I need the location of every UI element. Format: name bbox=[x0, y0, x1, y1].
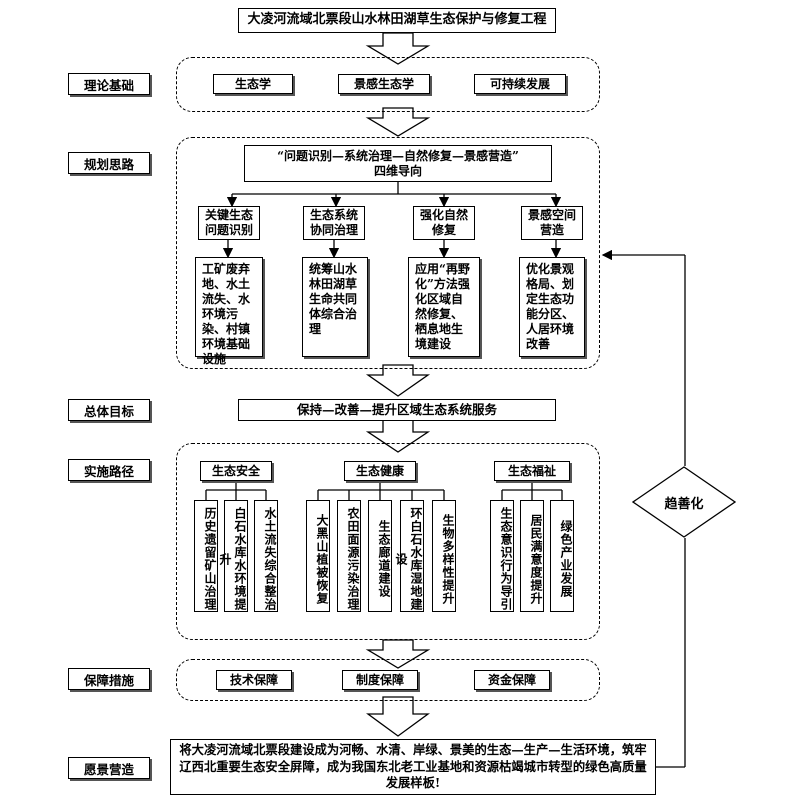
label-goal: 总体目标 bbox=[68, 399, 150, 421]
flow-arrow bbox=[365, 107, 431, 137]
vision-statement: 将大凌河流域北票段建设成为河畅、水清、岸绿、景美的生态—生产—生活环境，筑牢辽西… bbox=[170, 739, 656, 795]
planning-col3-detail: 应用“再野化”方法强化区域自然修复、栖息地生境建设 bbox=[408, 257, 480, 357]
guarantee-container bbox=[176, 659, 600, 701]
flow-arrow bbox=[366, 696, 430, 737]
flow-arrow bbox=[365, 364, 431, 397]
planning-col3-title: 强化自然修复 bbox=[413, 206, 475, 240]
path-item: 水土流失综合整治 bbox=[254, 500, 278, 612]
path-item: 白石水库水环境提升 bbox=[218, 500, 248, 612]
path-item: 生态廊道建设 bbox=[368, 500, 392, 612]
feedback-diamond bbox=[632, 466, 736, 538]
overall-goal: 保持—改善—提升区域生态系统服务 bbox=[238, 399, 556, 421]
group-welfare: 生态福祉 bbox=[494, 461, 570, 481]
planning-col2-title: 生态系统协同治理 bbox=[303, 206, 365, 240]
planning-header: “问题识别—系统治理—自然修复—景感营造” 四维导向 bbox=[244, 145, 552, 182]
planning-col2-detail: 统筹山水林田湖草生命共同体综合治理 bbox=[302, 257, 368, 357]
feedback-label: 趋善化 bbox=[664, 496, 704, 512]
theory-ecology: 生态学 bbox=[213, 74, 293, 94]
guarantee-fund: 资金保障 bbox=[474, 670, 550, 690]
planning-container bbox=[176, 137, 600, 369]
path-item: 绿色产业发展 bbox=[550, 500, 574, 612]
label-guarantee: 保障措施 bbox=[68, 668, 150, 690]
path-item: 生物多样性提升 bbox=[432, 500, 456, 612]
guarantee-tech: 技术保障 bbox=[216, 670, 292, 690]
label-paths: 实施路径 bbox=[68, 459, 150, 481]
guarantee-system: 制度保障 bbox=[342, 670, 418, 690]
path-item: 历史遗留矿山治理 bbox=[194, 500, 218, 612]
planning-col4-detail: 优化景观格局、划定生态功能分区、人居环境改善 bbox=[519, 257, 585, 357]
theory-sustainability: 可持续发展 bbox=[474, 74, 566, 94]
path-item: 大黑山植被恢复 bbox=[306, 500, 330, 612]
paths-container bbox=[176, 443, 600, 640]
planning-col1-detail: 工矿废弃地、水土流失、水环境污染、村镇环境基础设施 bbox=[195, 257, 263, 366]
label-planning: 规划思路 bbox=[68, 152, 150, 174]
path-item: 农田面源污染治理 bbox=[337, 500, 361, 612]
label-theory: 理论基础 bbox=[68, 73, 150, 95]
theory-landsenses: 景感生态学 bbox=[338, 74, 430, 94]
planning-header-line2: 四维导向 bbox=[373, 163, 422, 178]
planning-header-line1: “问题识别—系统治理—自然修复—景感营造” bbox=[277, 148, 519, 163]
page-title: 大凌河流域北票段山水林田湖草生态保护与修复工程 bbox=[238, 8, 556, 33]
theory-container bbox=[176, 57, 600, 112]
planning-col1-title: 关键生态问题识别 bbox=[198, 206, 260, 240]
group-security: 生态安全 bbox=[200, 461, 272, 481]
path-item: 生态意识行为导引 bbox=[490, 500, 514, 612]
path-item: 居民满意度提升 bbox=[520, 500, 544, 612]
path-item: 环白石水库湿地建设 bbox=[394, 500, 424, 612]
group-health: 生态健康 bbox=[344, 461, 416, 481]
planning-col4-title: 景感空间营造 bbox=[521, 206, 583, 240]
label-vision: 愿景营造 bbox=[68, 757, 150, 779]
